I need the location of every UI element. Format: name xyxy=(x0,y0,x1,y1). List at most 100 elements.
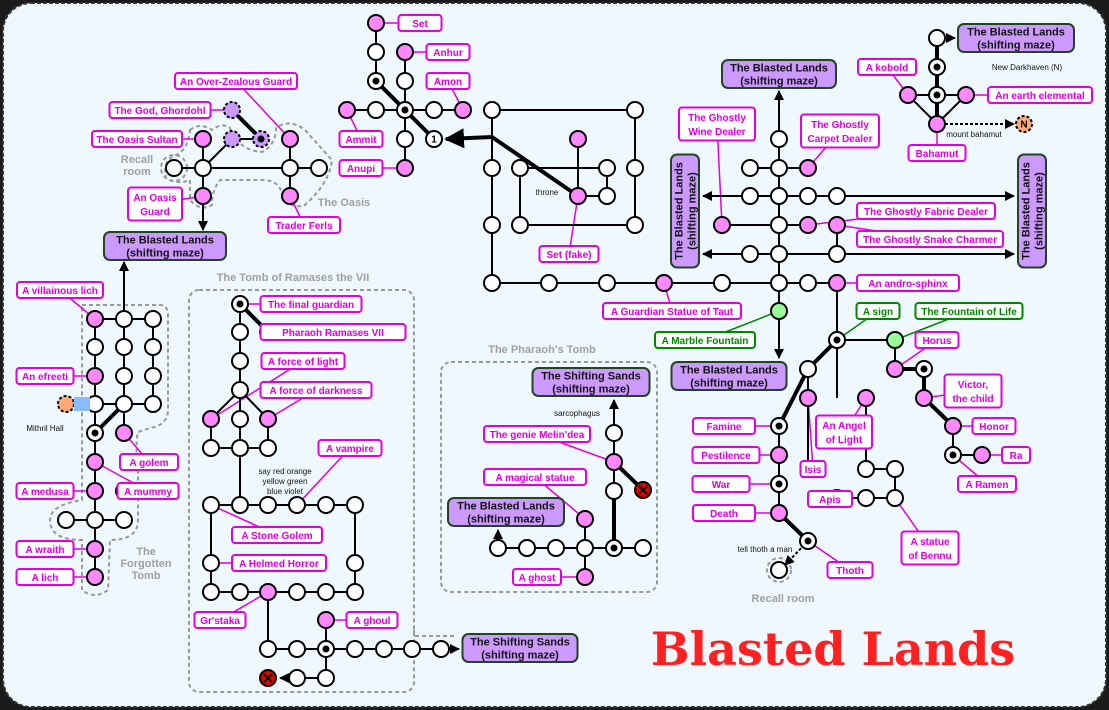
npc-label-grstaka: Gr'staka xyxy=(193,611,247,629)
text-line: New Darkhaven (N) xyxy=(992,63,1063,72)
exit-east-vertical[interactable]: The Blasted Lands(shifting maze) xyxy=(1017,153,1047,269)
npc-room-node xyxy=(86,540,104,558)
room-node xyxy=(194,159,212,177)
room-marker-dot xyxy=(775,422,783,430)
npc-label-magical-statue: A magical statue xyxy=(483,468,587,486)
npc-label-ghoul: A ghoul xyxy=(345,611,399,629)
label-box xyxy=(15,540,75,558)
label-line: The God, Ghordohl xyxy=(114,106,205,117)
label-text: The Blasted Lands(shifting maze) xyxy=(457,501,555,526)
label-box xyxy=(857,58,917,76)
room-node xyxy=(511,216,529,234)
label-text: A Guardian Statue of Taut xyxy=(611,307,734,318)
label-text: Gr'staka xyxy=(200,616,240,627)
npc-label-mummy: A mummy xyxy=(116,482,180,500)
npc-room-node xyxy=(281,130,299,148)
room-node xyxy=(346,583,364,601)
room-node xyxy=(346,640,364,658)
room-node xyxy=(741,187,759,205)
label-line: The Ghostly Snake Charmer xyxy=(863,235,997,246)
label-text: A kobold xyxy=(866,63,908,74)
label-text: Bahamut xyxy=(916,149,959,160)
label-line: (shifting maze) xyxy=(687,172,699,250)
label-box xyxy=(461,633,579,663)
room-node xyxy=(799,187,817,205)
label-line: of Light xyxy=(826,435,863,446)
npc-room-node xyxy=(828,216,846,234)
npc-label-vampire: A vampire xyxy=(317,439,383,457)
label-line: The Blasted Lands xyxy=(1021,162,1033,260)
room-node xyxy=(598,159,616,177)
label-line: Trader Ferls xyxy=(275,221,333,232)
room-node xyxy=(770,130,788,148)
room-node xyxy=(634,539,652,557)
exit-pharaoh-lands[interactable]: The Blasted Lands(shifting maze) xyxy=(447,497,565,527)
exit-tomb-sands[interactable]: The Shifting Sands(shifting maze) xyxy=(461,633,579,663)
room-node xyxy=(483,101,501,119)
label-box xyxy=(15,482,75,500)
room-marker-dot xyxy=(401,106,409,114)
waypoint-label: 1 xyxy=(431,135,437,146)
label-text: Anupi xyxy=(347,164,376,175)
exit-top-right[interactable]: The Blasted Lands(shifting maze) xyxy=(957,23,1075,53)
npc-label-trader-ferls: Trader Ferls xyxy=(267,216,341,234)
text-line: The Oasis xyxy=(318,197,371,209)
label-box xyxy=(856,202,996,220)
npc-label-isis: Isis xyxy=(799,460,827,478)
room-node xyxy=(483,159,501,177)
exit-oasis[interactable]: The Blasted Lands(shifting maze) xyxy=(103,231,227,261)
exit-north-center[interactable]: The Blasted Lands(shifting maze) xyxy=(721,59,837,89)
label-line: Ra xyxy=(1010,451,1023,462)
room-node xyxy=(770,216,788,234)
room-node xyxy=(165,159,183,177)
room-node xyxy=(425,101,443,119)
exit-west-vertical[interactable]: The Blasted Lands(shifting maze) xyxy=(670,153,700,269)
label-text: A wraith xyxy=(25,545,64,556)
room-node xyxy=(886,460,904,478)
trap-x-icon xyxy=(638,485,648,495)
room-node xyxy=(202,439,220,457)
fountain-label-fountain-of-life: The Fountain of Life xyxy=(914,302,1024,320)
label-text: Anhur xyxy=(433,48,463,59)
label-box xyxy=(16,281,104,299)
npc-label-anhur: Anhur xyxy=(425,43,471,61)
label-line: (shifting maze) xyxy=(977,40,1055,52)
room-marker-dot xyxy=(833,336,841,344)
text-line: say red orange xyxy=(258,467,312,476)
room-node xyxy=(259,439,277,457)
pharaohs-tomb-outline xyxy=(440,361,658,593)
area-label-recall-room-east: Recall room xyxy=(752,593,815,605)
room-node xyxy=(202,583,220,601)
exit-south-center[interactable]: The Blasted Lands(shifting maze) xyxy=(670,361,788,391)
label-line: The Ghostly Fabric Dealer xyxy=(864,207,988,218)
npc-room-node xyxy=(713,216,731,234)
room-node xyxy=(144,310,162,328)
npc-label-death: Death xyxy=(692,504,756,522)
npc-room-node xyxy=(569,187,587,205)
room-node xyxy=(231,323,249,341)
area-label-tomb-ramases: The Tomb of Ramases the VII xyxy=(217,272,370,284)
label-line: Set (fake) xyxy=(546,250,591,261)
npc-room-node xyxy=(928,115,946,133)
room-node xyxy=(231,439,249,457)
npc-room-node xyxy=(86,310,104,328)
label-box xyxy=(231,554,327,572)
room-node xyxy=(367,43,385,61)
label-text: A Stone Golem xyxy=(241,531,312,542)
exit-pharaoh-sands[interactable]: The Shifting Sands(shifting maze) xyxy=(531,367,651,397)
npc-label-oasis-sultan: The Oasis Sultan xyxy=(91,130,183,148)
npc-room-node xyxy=(86,453,104,471)
label-line: The final guardian xyxy=(268,300,354,311)
npc-label-anupi: Anupi xyxy=(338,159,384,177)
label-box xyxy=(15,568,75,586)
label-line: A golem xyxy=(129,458,168,469)
label-box xyxy=(987,86,1093,104)
room-node xyxy=(770,187,788,205)
room-node xyxy=(828,187,846,205)
npc-room-node xyxy=(886,360,904,378)
